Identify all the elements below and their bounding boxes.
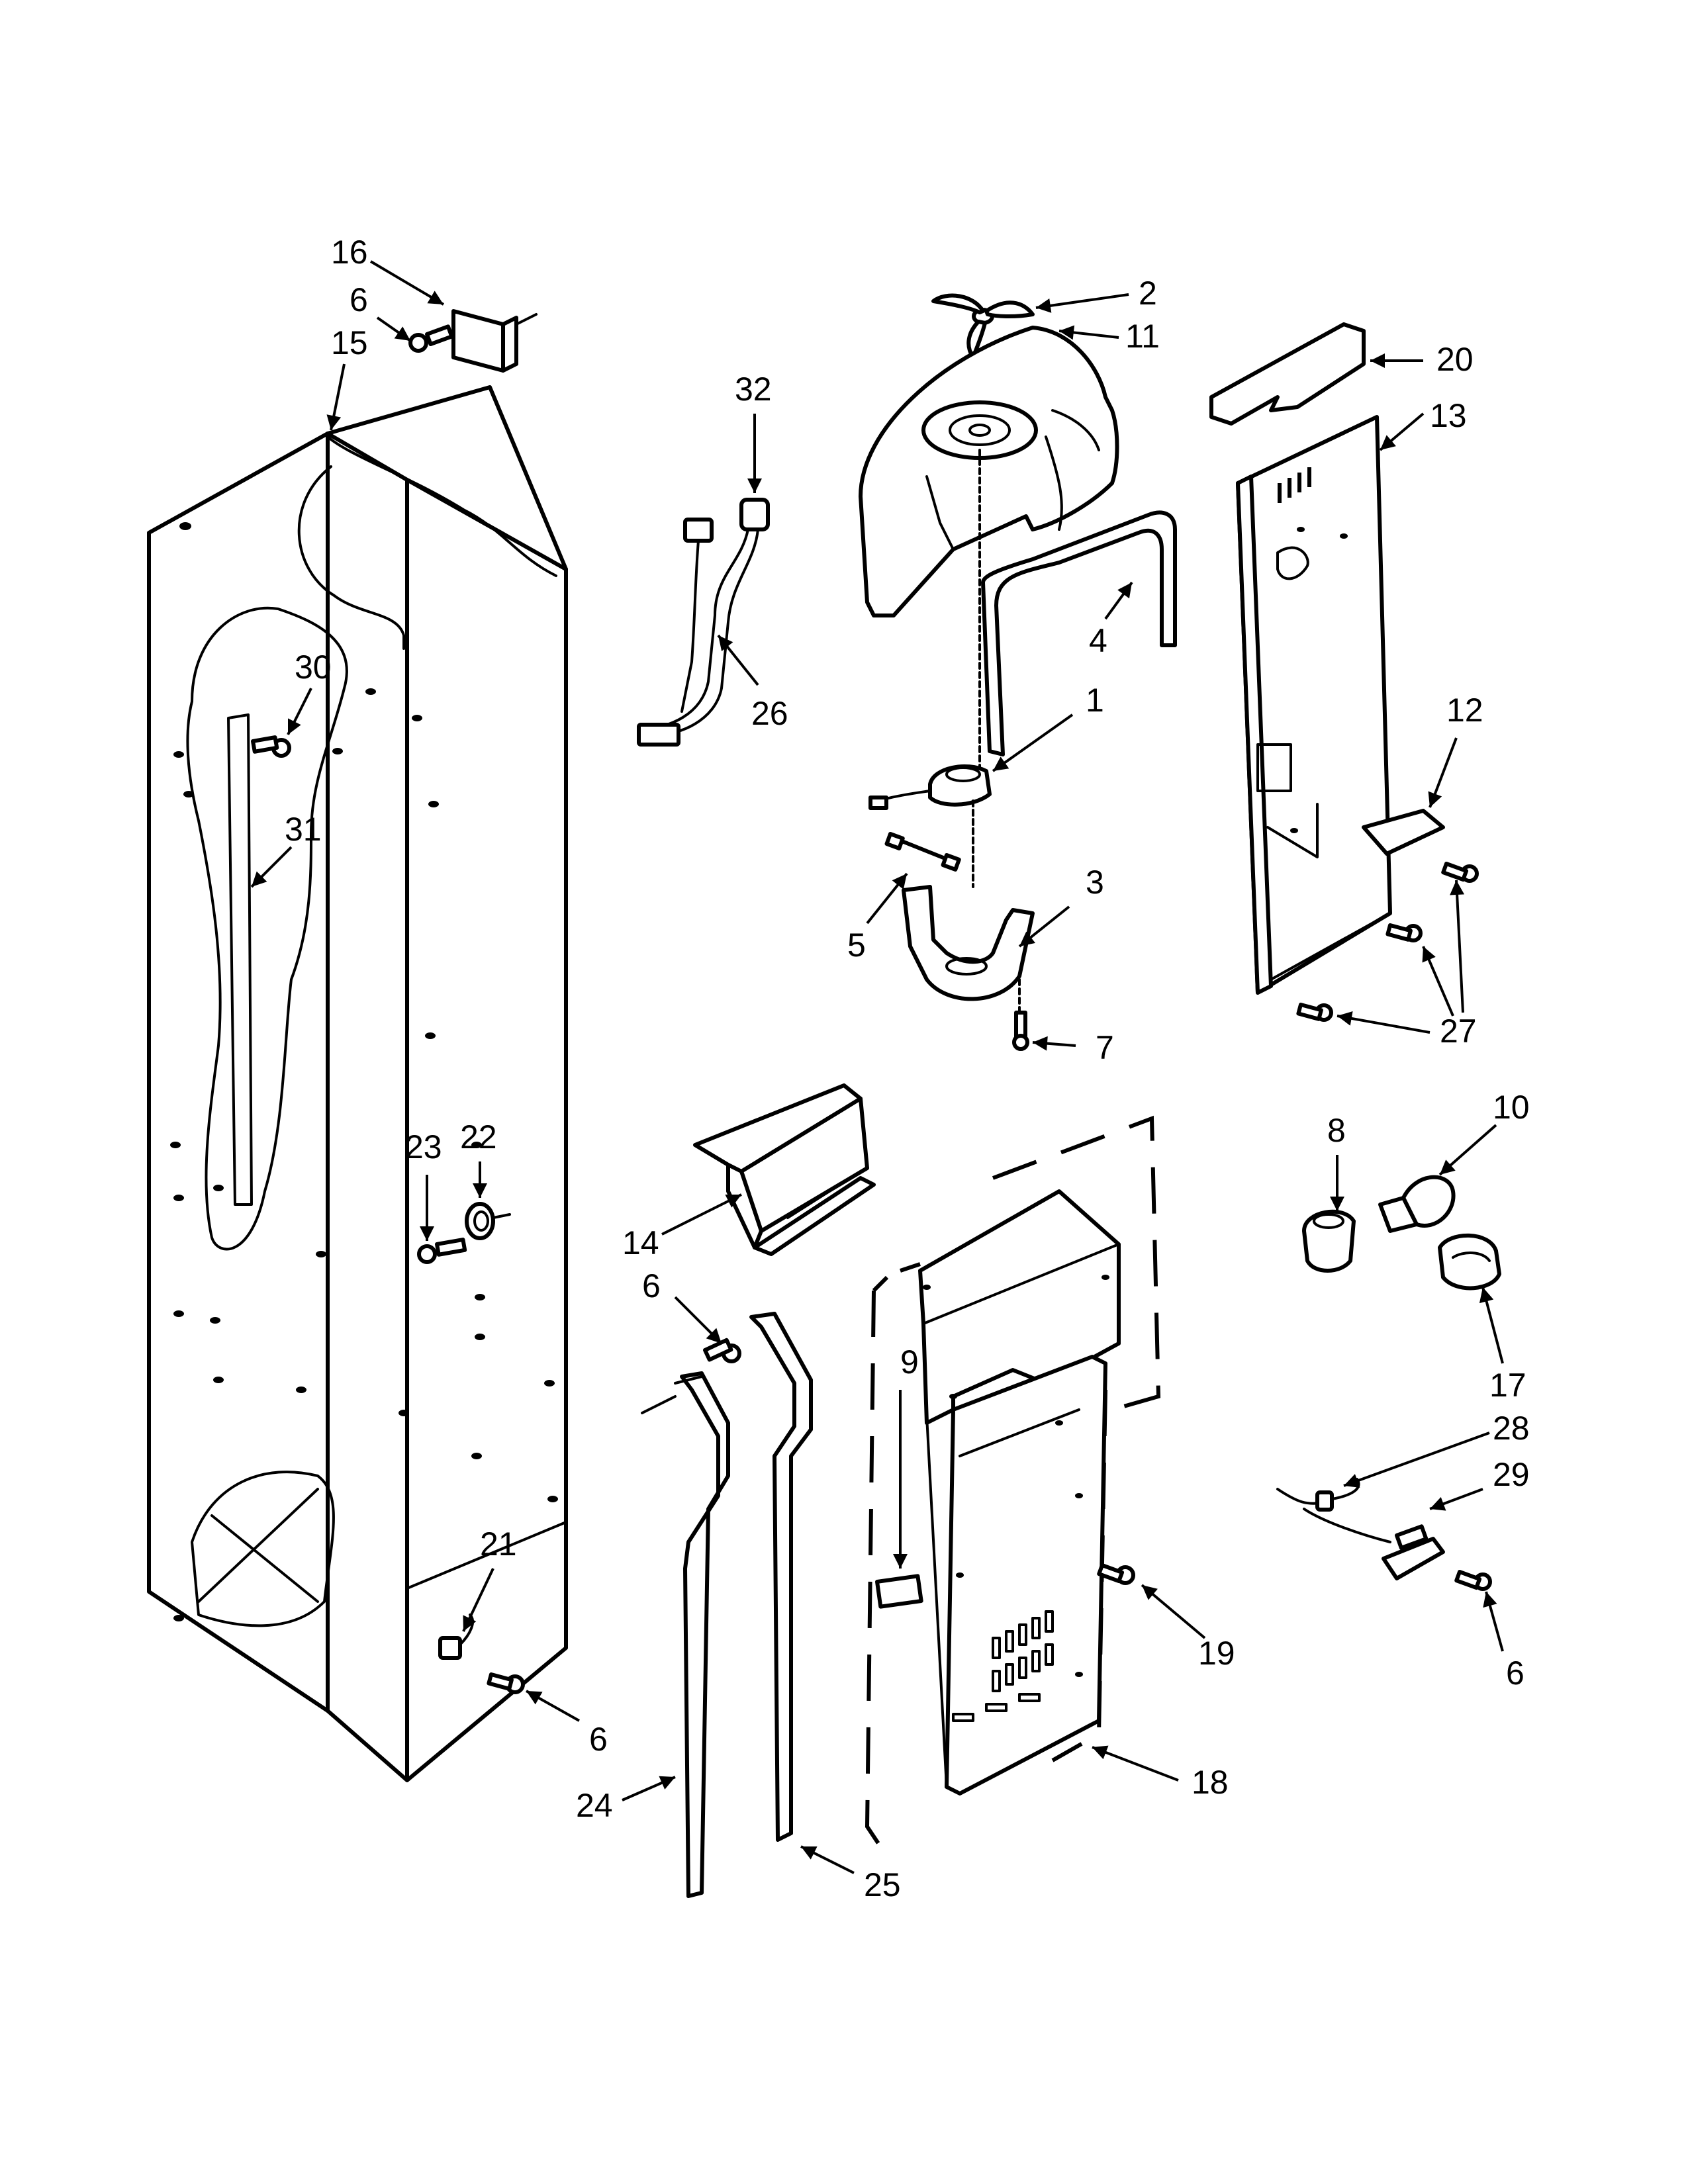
callout-18: 18 (1192, 1764, 1229, 1801)
bracket-part-16 (451, 309, 538, 373)
fan-blade-part-2 (931, 293, 1035, 359)
screw-part-19 (1097, 1563, 1135, 1585)
callout-8: 8 (1327, 1112, 1346, 1149)
callout-15: 15 (331, 324, 368, 361)
label-part-9 (875, 1574, 923, 1609)
grommet-part-22 (465, 1202, 511, 1240)
leader-lines (250, 260, 1504, 1874)
callout-26: 26 (751, 695, 788, 732)
rail-part-25 (749, 1312, 813, 1842)
callout-7: 7 (1096, 1029, 1114, 1066)
callout-3: 3 (1086, 864, 1104, 901)
callout-12: 12 (1446, 692, 1483, 729)
callout-30: 30 (295, 649, 332, 686)
screw-part-6-top (408, 324, 454, 353)
bracket-part-12 (1362, 809, 1445, 856)
switch-part-29 (1382, 1524, 1445, 1580)
evaporator-cover-part-18 (865, 1115, 1161, 1848)
light-bulb-part-10 (1378, 1175, 1456, 1233)
screw-part-27-a (1441, 862, 1479, 883)
callout-6: 6 (1506, 1655, 1524, 1692)
air-panel-part-13 (1236, 415, 1392, 995)
panel-vents (1278, 467, 1311, 503)
fan-motor-part-1 (868, 764, 992, 810)
wire-harness-part-26-32 (637, 498, 770, 747)
screw-part-23 (417, 1238, 467, 1264)
bolt-part-5 (884, 831, 961, 872)
callout-24: 24 (576, 1787, 613, 1824)
callout-21: 21 (480, 1525, 517, 1563)
fan-shroud-part-11 (859, 326, 1119, 617)
callout-5: 5 (847, 927, 866, 964)
callout-23: 23 (405, 1128, 442, 1165)
callout-16: 16 (331, 234, 368, 271)
callout-6: 6 (350, 281, 368, 318)
light-shield-part-17 (1438, 1233, 1501, 1291)
screw-part-7 (1012, 1011, 1029, 1051)
cover-part-20 (1209, 322, 1366, 426)
callout-28: 28 (1493, 1410, 1530, 1447)
callout-19: 19 (1198, 1635, 1235, 1672)
callout-9: 9 (900, 1343, 919, 1381)
screw-part-6-right (1454, 1570, 1492, 1591)
callout-32: 32 (735, 371, 772, 408)
callout-11: 11 (1125, 318, 1160, 355)
screw-part-27-c (1296, 1003, 1333, 1022)
callout-25: 25 (864, 1866, 901, 1903)
screw-part-6-bottom (487, 1672, 525, 1694)
motor-bracket-part-3 (902, 885, 1035, 1001)
callout-27: 27 (1440, 1013, 1477, 1050)
callout-31: 31 (285, 811, 322, 848)
callout-14: 14 (622, 1224, 659, 1261)
gasket-part-4 (981, 510, 1177, 756)
callout-20: 20 (1436, 341, 1474, 378)
damper-duct-part-14 (693, 1083, 876, 1256)
callout-29: 29 (1493, 1456, 1530, 1493)
callout-6: 6 (589, 1721, 608, 1758)
harness-part-28 (1276, 1478, 1391, 1543)
screw-part-27-b (1385, 923, 1423, 942)
lamp-socket-part-8 (1302, 1209, 1356, 1273)
screw-part-6-middle (703, 1338, 741, 1363)
rail-part-24 (641, 1371, 730, 1898)
callout-10: 10 (1493, 1089, 1530, 1126)
liner-cabinet-part-15 (147, 385, 568, 1782)
callout-13: 13 (1430, 397, 1467, 434)
callout-2: 2 (1139, 275, 1157, 312)
liner-holes (170, 522, 558, 1621)
cover-vent-slots (952, 1610, 1054, 1722)
callout-6: 6 (642, 1267, 661, 1304)
callout-22: 22 (460, 1118, 497, 1156)
screw-part-30 (251, 735, 291, 758)
callout-4: 4 (1089, 622, 1107, 659)
callout-labels: 16 6 15 30 31 32 26 2 11 4 1 5 3 7 20 13… (285, 234, 1530, 1903)
callout-1: 1 (1086, 682, 1104, 719)
callout-17: 17 (1489, 1367, 1526, 1404)
